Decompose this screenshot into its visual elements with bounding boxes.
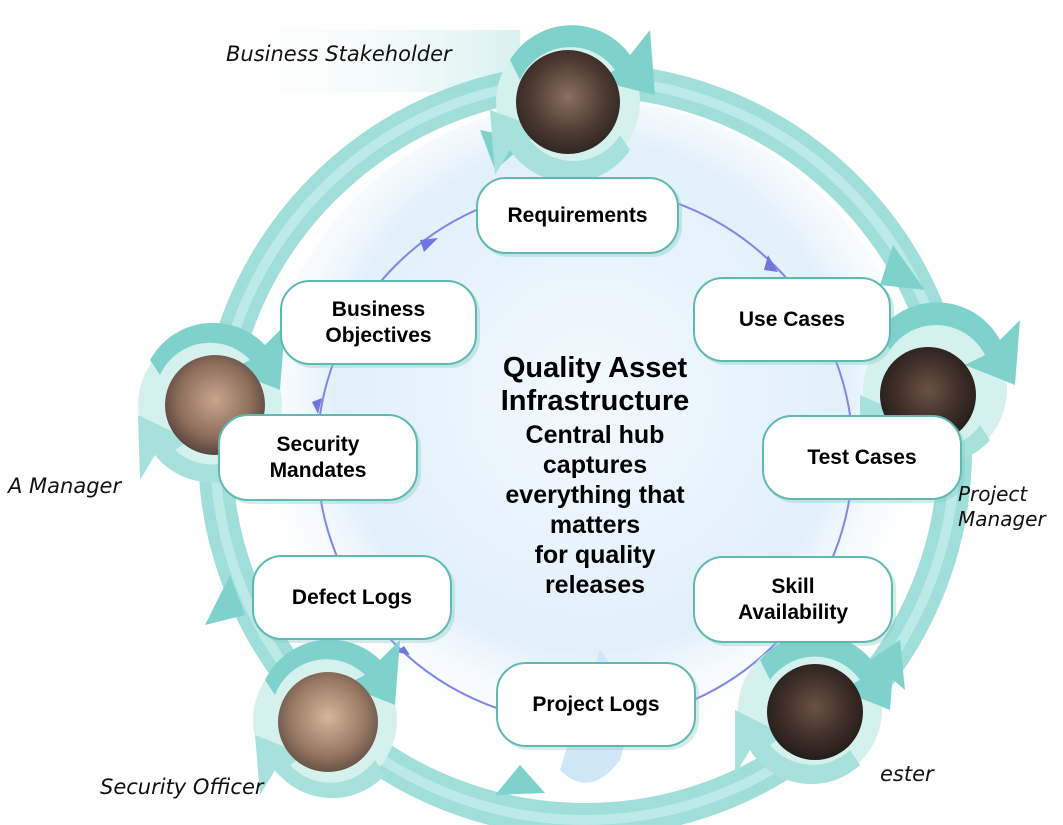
inner-arrow-head [764, 255, 778, 272]
node-label: Security Mandates [269, 432, 367, 482]
node-defect-logs: Defect Logs [252, 555, 452, 640]
outer-arrow-head [495, 765, 545, 795]
role-label-tester: ester [880, 762, 934, 786]
node-label: Skill Availability [737, 574, 849, 624]
role-label-project-manager: Project Manager [958, 482, 1046, 531]
node-requirements: Requirements [476, 177, 679, 254]
node-project-logs: Project Logs [496, 662, 696, 747]
role-medallion-tester [735, 633, 895, 785]
role-label-qa-manager: A Manager [8, 474, 122, 498]
node-test-cases: Test Cases [762, 415, 962, 500]
node-label: Test Cases [807, 445, 917, 469]
node-skill-availability: Skill Availability [693, 556, 893, 643]
role-label-security-officer: Security Officer [100, 775, 264, 799]
outer-arrow-head [205, 575, 245, 625]
node-use-cases: Use Cases [693, 277, 891, 362]
inner-arrow-head [396, 646, 410, 655]
node-label: Requirements [507, 203, 648, 227]
outer-arrow-head [880, 245, 925, 290]
node-security-mandates: Security Mandates [218, 414, 418, 501]
node-label: Project Logs [532, 692, 660, 716]
node-label: Business Objectives [325, 297, 432, 347]
role-medallion-business-stakeholder [490, 25, 655, 183]
role-label-business-stakeholder: Business Stakeholder [226, 42, 452, 66]
hub-title: Quality Asset Infrastructure [500, 352, 690, 417]
hub-subtitle: Central hub captures everything that mat… [505, 421, 685, 599]
node-label: Use Cases [738, 307, 846, 331]
node-business-objectives: Business Objectives [280, 280, 477, 365]
inner-arrow-head [420, 238, 438, 252]
inner-arrow-head [312, 398, 322, 414]
node-label: Defect Logs [291, 585, 413, 609]
role-medallion-security-officer [253, 639, 400, 799]
